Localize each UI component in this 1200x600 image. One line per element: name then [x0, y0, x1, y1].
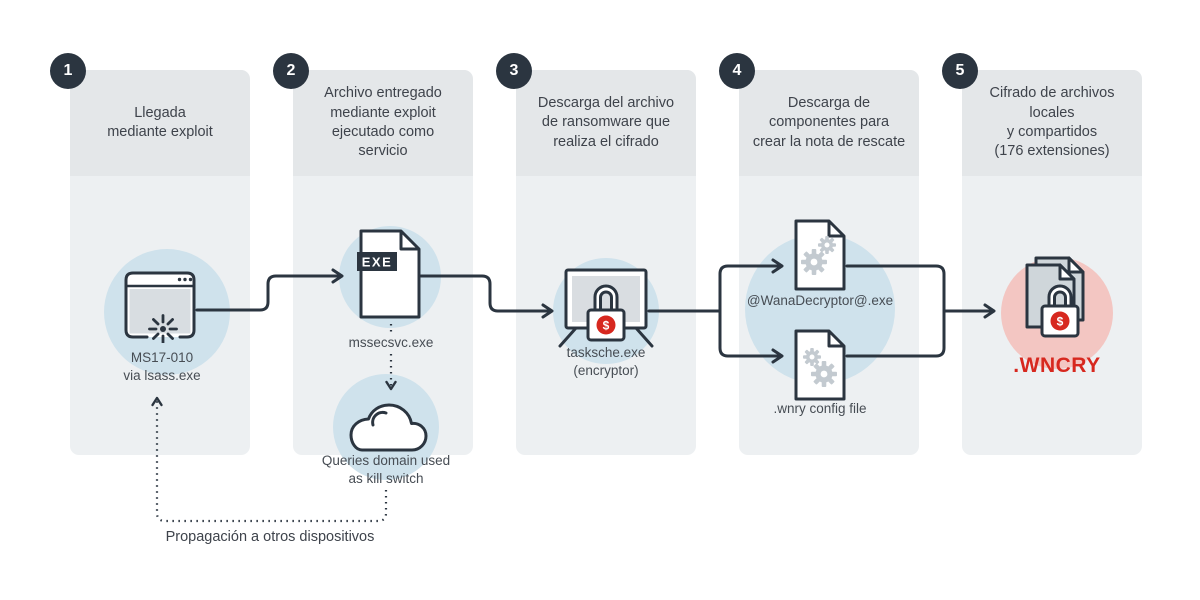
- arrow-step2-to-step3: [419, 274, 554, 319]
- step-1-number-badge: 1: [50, 53, 86, 89]
- cloud-icon: [349, 403, 428, 452]
- file-outline: [359, 229, 421, 319]
- dotted-arrow-propagation-loop: [151, 396, 388, 523]
- cloud-outline: [349, 403, 428, 452]
- back-file-fold: [1067, 256, 1085, 274]
- step-2-header: Archivo entregado mediante exploit ejecu…: [293, 70, 473, 176]
- step-2-number-badge: 2: [273, 53, 309, 89]
- step-5-number-badge: 5: [942, 53, 978, 89]
- step-4-header: Descarga de componentes para crear la no…: [739, 70, 919, 176]
- killswitch-label: Queries domain used as kill switch: [321, 453, 451, 486]
- merge-from-config: [845, 309, 946, 358]
- dotted-connectors: [151, 324, 397, 523]
- wncry-extension-label: .WNCRY: [1013, 354, 1101, 377]
- propagation-label: Propagación a otros dispositivos: [165, 529, 375, 545]
- exe-label-box: [357, 252, 397, 271]
- arrow-step1-to-step2: [195, 268, 344, 312]
- config-file-icon: [794, 329, 846, 401]
- step-4-title: Descarga de componentes para crear la no…: [752, 95, 906, 150]
- lock-shackle-inner: [599, 290, 613, 312]
- cloud-inner-arc: [371, 410, 388, 427]
- step-column-1: Llegada mediante exploit 1: [50, 53, 250, 455]
- step-3-header: Descarga del archivo de ransomware que r…: [516, 70, 696, 176]
- gear-large-icon: [801, 249, 827, 275]
- gear-small-icon: [803, 348, 821, 366]
- arrow-to-ransom-note-file: [718, 258, 784, 313]
- browser-exploit-icon: [124, 271, 196, 343]
- step-1-header: Llegada mediante exploit: [70, 70, 250, 176]
- dropper-label: mssecsvc.exe: [318, 333, 464, 353]
- arrow-to-config-file: [718, 309, 784, 364]
- browser-dot: [183, 277, 187, 282]
- step-5-title: Cifrado de archivos locales y compartido…: [989, 85, 1115, 160]
- exploit-burst-icon: [148, 314, 178, 343]
- dollar-sign: $: [603, 319, 610, 333]
- config-file-label: .wnry config file: [773, 401, 867, 416]
- exe-file-icon: EXE: [357, 229, 421, 319]
- encryptor-screen-lock-icon: $: [558, 268, 654, 348]
- exploit-burst-center: [160, 326, 166, 332]
- ransom-note-file-icon: [794, 219, 846, 291]
- step-1-title: Llegada mediante exploit: [107, 104, 213, 140]
- ransom-dollar-badge: [1050, 311, 1070, 331]
- encrypted-files-lock-icon: $: [1025, 256, 1085, 338]
- screen-leg: [634, 326, 654, 348]
- dollar-sign: $: [1057, 315, 1064, 329]
- gear-large-icon: [811, 361, 837, 387]
- screen-leg: [558, 326, 578, 348]
- browser-dot: [188, 277, 193, 282]
- step-3-title: Descarga del archivo de ransomware que r…: [537, 95, 675, 150]
- browser-content: [129, 289, 191, 334]
- merge-from-ransom-note: [845, 264, 946, 313]
- step-5-header: Cifrado de archivos locales y compartido…: [962, 70, 1142, 176]
- file-fold: [399, 231, 419, 251]
- gear-small-icon: [818, 236, 836, 254]
- exe-label-text: EXE: [362, 255, 393, 270]
- exploit-label: MS17-010 via lsass.exe: [123, 350, 201, 383]
- file-fold: [827, 331, 844, 348]
- browser-dot: [177, 277, 182, 282]
- lock-shackle-inner: [1053, 290, 1067, 308]
- ransom-dollar-badge: [596, 315, 616, 335]
- front-file-fold: [1058, 263, 1076, 281]
- solid-connectors: [195, 258, 996, 364]
- step-2-title: Archivo entregado mediante exploit ejecu…: [324, 85, 442, 160]
- step-3-number-badge: 3: [496, 53, 532, 89]
- file-fold: [827, 221, 844, 238]
- step-4-number-badge: 4: [719, 53, 755, 89]
- file-outline: [794, 329, 846, 401]
- encryptor-label: tasksche.exe (encryptor): [566, 345, 646, 378]
- ransom-note-label: @WanaDecryptor@.exe: [746, 293, 894, 308]
